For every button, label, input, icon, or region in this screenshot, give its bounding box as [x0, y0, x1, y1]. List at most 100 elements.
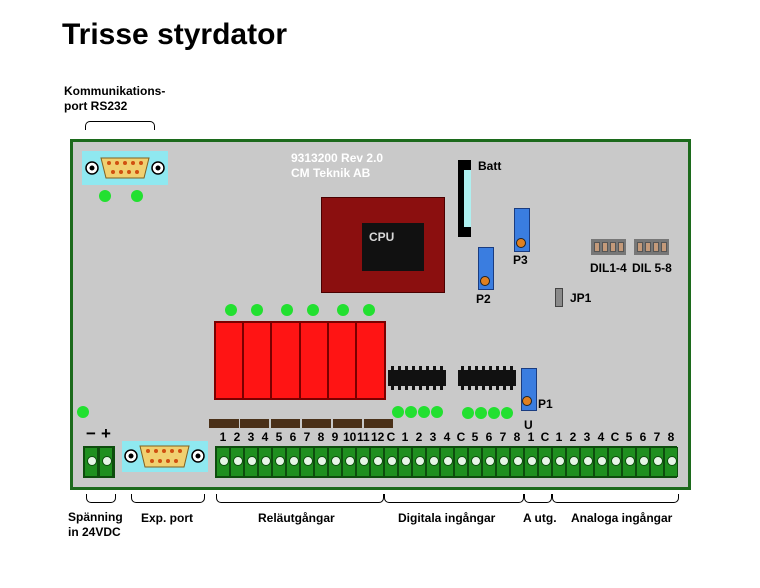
terminal-19[interactable]	[468, 447, 482, 477]
power-terminal-plus[interactable]	[99, 447, 113, 477]
bracket-power	[86, 494, 116, 503]
dil-switch	[653, 242, 659, 252]
terminal-16[interactable]	[426, 447, 440, 477]
pin-label: 7	[653, 430, 661, 444]
pin-label: 6	[289, 430, 297, 444]
label-spanning-2: in 24VDC	[68, 525, 121, 539]
plus-sign: +	[101, 424, 111, 443]
pin-label: C	[540, 430, 550, 444]
dil-switch	[645, 242, 651, 252]
power-terminal-minus[interactable]	[84, 447, 98, 477]
pin-label: 7	[303, 430, 311, 444]
terminal-17[interactable]	[440, 447, 454, 477]
label-exp-port: Exp. port	[141, 511, 194, 525]
terminal-22[interactable]	[510, 447, 524, 477]
cpu-label: CPU	[369, 230, 395, 244]
terminal-29[interactable]	[608, 447, 622, 477]
led-relay-5	[337, 304, 349, 316]
pin-label: 3	[429, 430, 437, 444]
terminal-30[interactable]	[622, 447, 636, 477]
relay-pin-strip	[240, 419, 269, 428]
terminal-14[interactable]	[398, 447, 412, 477]
dil-switch	[610, 242, 616, 252]
board-part-number: 9313200 Rev 2.0	[291, 151, 384, 165]
dil1-label: DIL1-4	[590, 261, 627, 275]
pin-label: 7	[499, 430, 507, 444]
terminal-27[interactable]	[580, 447, 594, 477]
relay-pin-strip	[271, 419, 300, 428]
terminal-26[interactable]	[566, 447, 580, 477]
led-digital-3	[418, 406, 430, 418]
terminal-18[interactable]	[454, 447, 468, 477]
pin-label: 4	[443, 430, 451, 444]
bracket-digital	[384, 494, 524, 503]
pin-label: 1	[219, 430, 227, 444]
led-digital-1	[392, 406, 404, 418]
label-relay-outputs: Reläutgångar	[258, 511, 335, 525]
terminal-20[interactable]	[482, 447, 496, 477]
jp1-label: JP1	[570, 291, 592, 305]
bracket-exp	[131, 494, 205, 503]
relay-1	[215, 322, 243, 399]
relay-pin-strip	[302, 419, 331, 428]
terminal-15[interactable]	[412, 447, 426, 477]
terminal-6[interactable]	[286, 447, 300, 477]
pin-label: 11	[357, 430, 370, 444]
p2-label: P2	[476, 292, 491, 306]
terminal-8[interactable]	[314, 447, 328, 477]
terminal-11[interactable]	[356, 447, 370, 477]
battery-cell	[464, 170, 471, 227]
terminal-33[interactable]	[664, 447, 678, 477]
relay-4	[300, 322, 328, 399]
p3-knob	[516, 238, 526, 248]
dil-switch	[637, 242, 643, 252]
page-title: Trisse styrdator	[62, 18, 288, 51]
terminal-1[interactable]	[216, 447, 230, 477]
relay-pin-strip	[333, 419, 362, 428]
terminal-28[interactable]	[594, 447, 608, 477]
terminal-9[interactable]	[328, 447, 342, 477]
dil-switch	[618, 242, 624, 252]
terminal-32[interactable]	[650, 447, 664, 477]
comm-port-label-line1: Kommunikations-	[64, 84, 166, 98]
terminal-12[interactable]	[370, 447, 384, 477]
pin-label: 2	[233, 430, 241, 444]
pin-label: 5	[471, 430, 479, 444]
pin-label: 3	[247, 430, 255, 444]
terminal-23[interactable]	[524, 447, 538, 477]
terminal-10[interactable]	[342, 447, 356, 477]
pin-label: 8	[317, 430, 325, 444]
relay-pin-strip	[209, 419, 239, 428]
led-digital-4	[431, 406, 443, 418]
led-relay-6	[363, 304, 375, 316]
led-digital-6	[475, 407, 487, 419]
u-label: U	[524, 418, 533, 432]
comm-port-label-line2: port RS232	[64, 99, 128, 113]
terminal-3[interactable]	[244, 447, 258, 477]
terminal-4[interactable]	[258, 447, 272, 477]
terminal-25[interactable]	[552, 447, 566, 477]
relay-pin-strip	[364, 419, 393, 428]
pin-label: 4	[597, 430, 605, 444]
terminal-31[interactable]	[636, 447, 650, 477]
terminal-21[interactable]	[496, 447, 510, 477]
rs232-connector	[82, 151, 168, 185]
terminal-24[interactable]	[538, 447, 552, 477]
terminal-2[interactable]	[230, 447, 244, 477]
terminal-5[interactable]	[272, 447, 286, 477]
dil-switch	[661, 242, 667, 252]
terminal-7[interactable]	[300, 447, 314, 477]
label-digital-inputs: Digitala ingångar	[398, 511, 496, 525]
pin-label: 5	[275, 430, 283, 444]
p2-knob	[480, 276, 490, 286]
terminal-13[interactable]	[384, 447, 398, 477]
led-comm-2	[131, 190, 143, 202]
bracket-analog	[552, 494, 679, 503]
jumper-jp1[interactable]	[555, 288, 563, 307]
bracket-relay	[216, 494, 384, 503]
led-comm-1	[99, 190, 111, 202]
relay-3	[271, 322, 300, 399]
led-power	[77, 406, 89, 418]
led-digital-2	[405, 406, 417, 418]
